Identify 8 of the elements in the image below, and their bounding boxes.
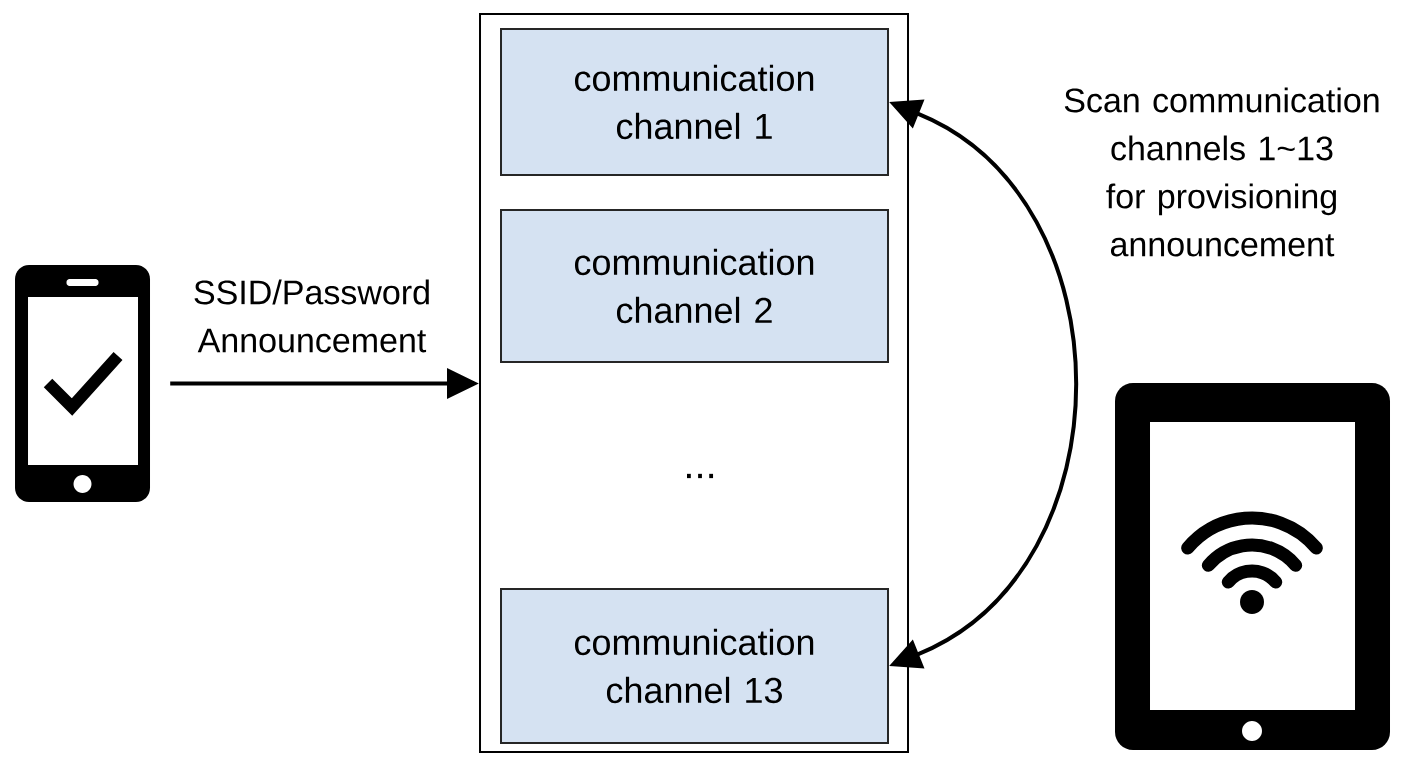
- phone-drawing: [15, 265, 150, 502]
- container-box: [479, 13, 909, 753]
- channel-box: communication channel 2: [500, 209, 889, 363]
- edge-label: Scan communication channels 1~13 for provisioning announcement: [1064, 87, 1379, 257]
- ellipsis-label: ...: [687, 473, 714, 479]
- channel-box: communication channel 1: [500, 28, 889, 176]
- channel-box: communication channel 13: [500, 588, 889, 744]
- edge-label: SSID/Password Announcement: [194, 279, 429, 353]
